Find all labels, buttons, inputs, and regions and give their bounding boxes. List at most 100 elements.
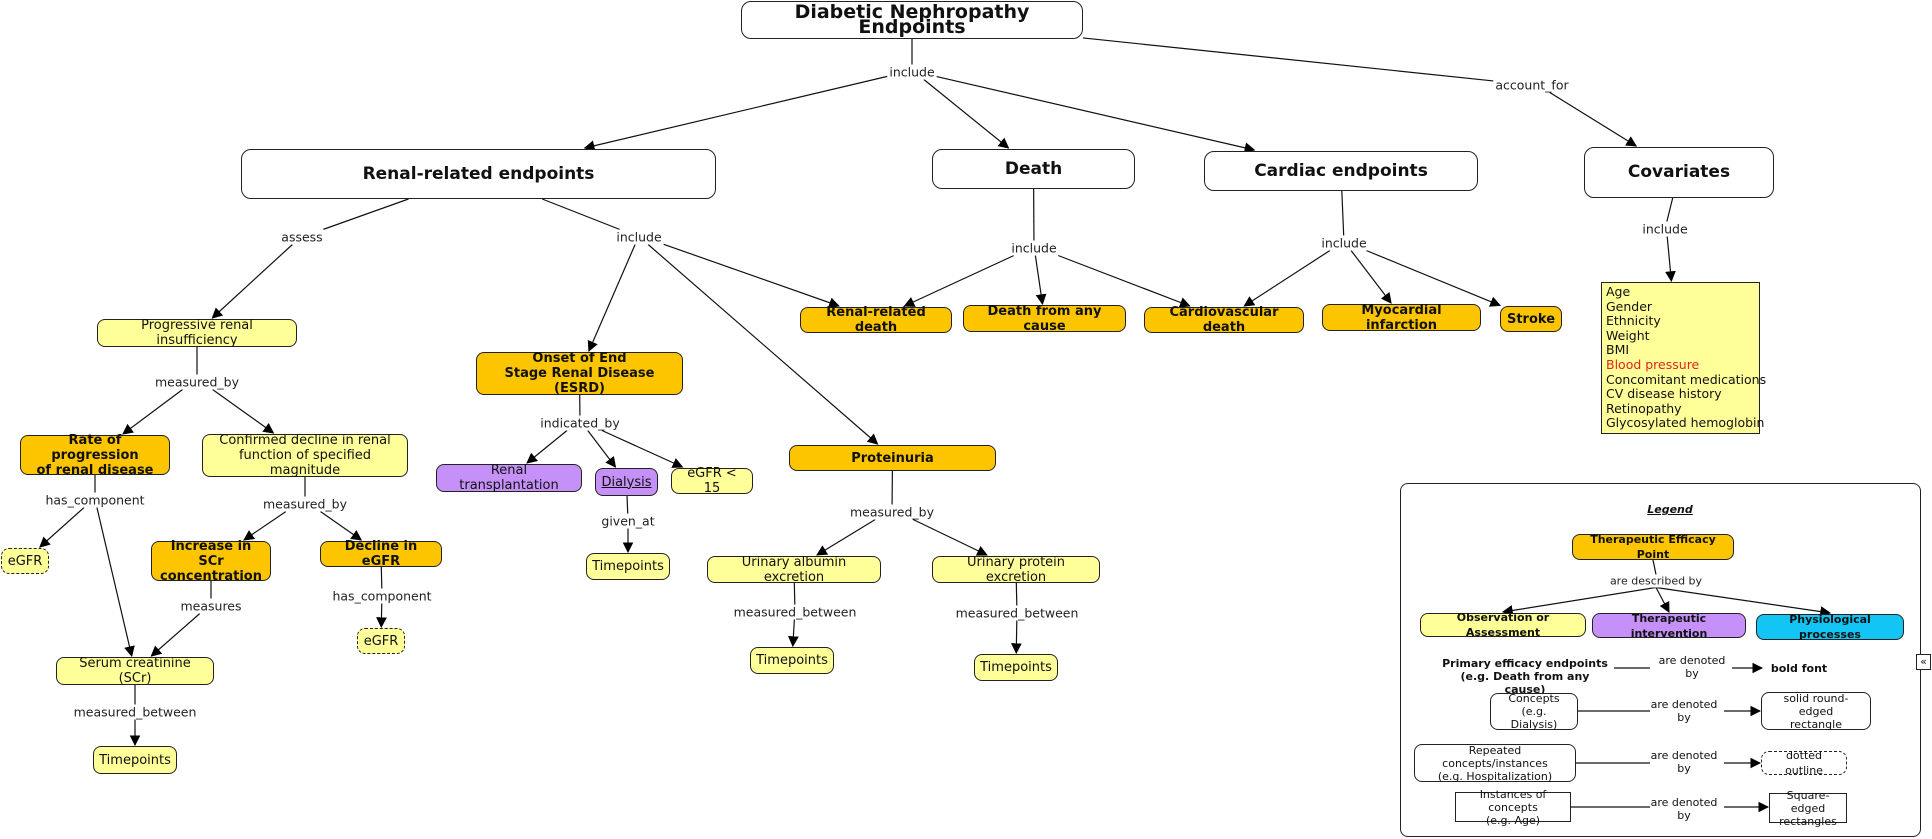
covariate-item: Retinopathy xyxy=(1606,400,1682,416)
collapse-legend-button[interactable]: « xyxy=(1916,654,1931,670)
edge-l_death_include-to-death_any xyxy=(1034,255,1047,306)
node-progressive-renal-insufficiency[interactable]: Progressive renal insufficiency xyxy=(97,318,297,348)
edge-l_renal_assess-to-pri xyxy=(211,244,293,319)
node-urinary-albumin-excretion[interactable]: Urinary albumin excretion xyxy=(707,555,881,585)
legend-instances-of-concepts: Instances of concepts (e.g. Age) xyxy=(1455,788,1571,827)
edge-l_cardiac_include-in xyxy=(1341,190,1345,236)
node-egfr-repeated[interactable]: eGFR xyxy=(1,548,49,574)
node-cardiac-endpoints[interactable]: Cardiac endpoints xyxy=(1204,151,1478,191)
edge-l_esrd_indicated-to-egfr15 xyxy=(601,429,684,468)
edge-l_scrinc_measures-to-scr xyxy=(150,613,201,657)
link-label-account-for: account_for xyxy=(1493,77,1571,93)
covariate-item: Gender xyxy=(1606,298,1653,314)
node-stroke[interactable]: Stroke xyxy=(1500,306,1562,332)
link-label-measured-by: measured_by xyxy=(847,504,937,520)
edge-l_esrd_indicated-to-transplant xyxy=(526,430,568,464)
edge-l_root_include-to-cardiac xyxy=(936,75,1256,154)
covariate-item: Blood pressure xyxy=(1606,356,1700,372)
edge-l_root_account-in xyxy=(1082,37,1494,82)
link-label-measured-by: measured_by xyxy=(152,374,242,390)
legend-are-denoted-by: are denoted by xyxy=(1658,654,1726,680)
link-label-has-component: has_component xyxy=(330,588,434,604)
legend-bold-font-text: bold font xyxy=(1770,662,1828,675)
legend-solid-round-edged: solid round-edged rectangle xyxy=(1761,692,1871,731)
node-renal-related-endpoints[interactable]: Renal-related endpoints xyxy=(241,149,716,199)
node-death-from-any-cause[interactable]: Death from any cause xyxy=(963,304,1126,334)
node-renal-related-death[interactable]: Renal-related death xyxy=(800,305,952,335)
edge-l_renal_include-to-proteinuria xyxy=(647,244,879,445)
link-label-indicated-by: indicated_by xyxy=(538,415,622,431)
node-egfr-lt-15[interactable]: eGFR < 15 xyxy=(671,466,753,496)
legend-are-denoted-by: are denoted by xyxy=(1650,796,1718,822)
edge-l_rate_comp-to-egfr1 xyxy=(39,507,85,548)
node-myocardial-infarction[interactable]: Myocardial infarction xyxy=(1322,303,1481,333)
node-covariates[interactable]: Covariates xyxy=(1584,147,1774,198)
link-label-measured-between: measured_between xyxy=(731,604,859,620)
node-timepoints[interactable]: Timepoints xyxy=(750,647,834,674)
edge-l_renal_include-in xyxy=(541,198,621,231)
legend-repeated-concepts: Repeated concepts/instances (e.g. Hospit… xyxy=(1414,744,1576,783)
edge-l_prot_measured-to-upe xyxy=(912,518,988,556)
node-cardiovascular-death[interactable]: Cardiovascular death xyxy=(1144,305,1304,335)
legend-are-denoted-by: are denoted by xyxy=(1650,698,1718,724)
link-label-measured-between: measured_between xyxy=(71,704,199,720)
node-death[interactable]: Death xyxy=(932,149,1135,189)
node-confirmed-decline[interactable]: Confirmed decline in renal function of s… xyxy=(202,433,408,478)
legend-title: Legend xyxy=(1647,503,1693,516)
link-label-given-at: given_at xyxy=(599,513,657,529)
node-rate-of-progression[interactable]: Rate of progression of renal disease xyxy=(20,433,170,478)
link-label-measured-by: measured_by xyxy=(260,496,350,512)
edge-l_renal_include-to-esrd xyxy=(587,244,636,352)
node-proteinuria[interactable]: Proteinuria xyxy=(789,445,996,471)
covariate-item: Ethnicity xyxy=(1606,313,1661,329)
edge-l_egfrdec_comp-in xyxy=(380,566,383,589)
edge-l_uae_between-in xyxy=(793,582,796,605)
node-serum-creatinine[interactable]: Serum creatinine (SCr) xyxy=(56,656,214,686)
edge-l_pri_measured-to-rate xyxy=(122,389,183,435)
edge-l_death_include-to-cv_death xyxy=(1057,254,1191,308)
link-label-has-component: has_component xyxy=(43,492,147,508)
edge-l_cardiac_include-to-cv_death xyxy=(1243,249,1331,307)
link-label-include: include xyxy=(1640,221,1690,237)
legend-observation-or-assessment: Observation or Assessment xyxy=(1420,611,1586,639)
edge-l_cov_include-in xyxy=(1666,197,1674,222)
edge-l_dialysis_given-in xyxy=(626,495,629,514)
legend-primary-endpoints-text: Primary efficacy endpoints (e.g. Death f… xyxy=(1442,657,1608,696)
node-timepoints[interactable]: Timepoints xyxy=(93,746,177,774)
legend-square-edged: Square-edged rectangles xyxy=(1769,789,1847,828)
node-onset-of-esrd[interactable]: Onset of End Stage Renal Disease (ESRD) xyxy=(476,351,683,396)
edge-l_upe_between-to-tp4 xyxy=(1011,620,1022,655)
edge-l_uae_between-to-tp3 xyxy=(788,619,799,648)
node-urinary-protein-excretion[interactable]: Urinary protein excretion xyxy=(932,555,1100,585)
legend-dotted-outline: dotted outline xyxy=(1761,749,1847,777)
covariate-item: Age xyxy=(1606,284,1631,299)
node-root[interactable]: Diabetic Nephropathy Endpoints xyxy=(741,1,1083,39)
node-renal-transplantation[interactable]: Renal transplantation xyxy=(436,463,582,493)
edge-l_conf_measured-to-scr_inc xyxy=(243,511,287,541)
node-timepoints[interactable]: Timepoints xyxy=(974,654,1058,681)
covariate-item: Weight xyxy=(1606,327,1650,343)
link-label-include: include xyxy=(614,229,664,245)
node-egfr-repeated[interactable]: eGFR xyxy=(357,628,405,654)
link-label-measured-between: measured_between xyxy=(953,605,1081,621)
edge-l_renal_assess-in xyxy=(322,198,409,231)
legend-therapeutic-efficacy-point: Therapeutic Efficacy Point xyxy=(1572,533,1734,561)
legend-physiological-processes: Physiological processes xyxy=(1756,613,1904,641)
edge-l_conf_measured-to-egfr_decline xyxy=(320,511,363,541)
edge-l_cov_include-to-covlist xyxy=(1665,236,1676,283)
covariate-item: Glycosylated hemoglobin xyxy=(1606,415,1765,431)
node-dialysis[interactable]: Dialysis xyxy=(595,468,658,496)
link-label-include: include xyxy=(887,64,937,80)
edge-l_upe_between-in xyxy=(1015,582,1018,606)
legend-concepts: Concepts (e.g. Dialysis) xyxy=(1490,692,1578,731)
node-decline-in-egfr[interactable]: Decline in eGFR xyxy=(320,539,442,569)
edge-l_death_include-to-renal_death xyxy=(903,254,1015,307)
link-label-assess: assess xyxy=(279,229,325,245)
edge-l_rate_comp-to-scr xyxy=(96,507,135,658)
node-timepoints[interactable]: Timepoints xyxy=(586,553,670,580)
edge-l_root_include-to-renal xyxy=(583,75,888,152)
edge-l_root_include-to-death xyxy=(923,79,1010,149)
edge-l_root_account-to-covariates xyxy=(1549,91,1638,147)
node-increase-in-scr[interactable]: Increase in SCr concentration xyxy=(151,539,271,584)
